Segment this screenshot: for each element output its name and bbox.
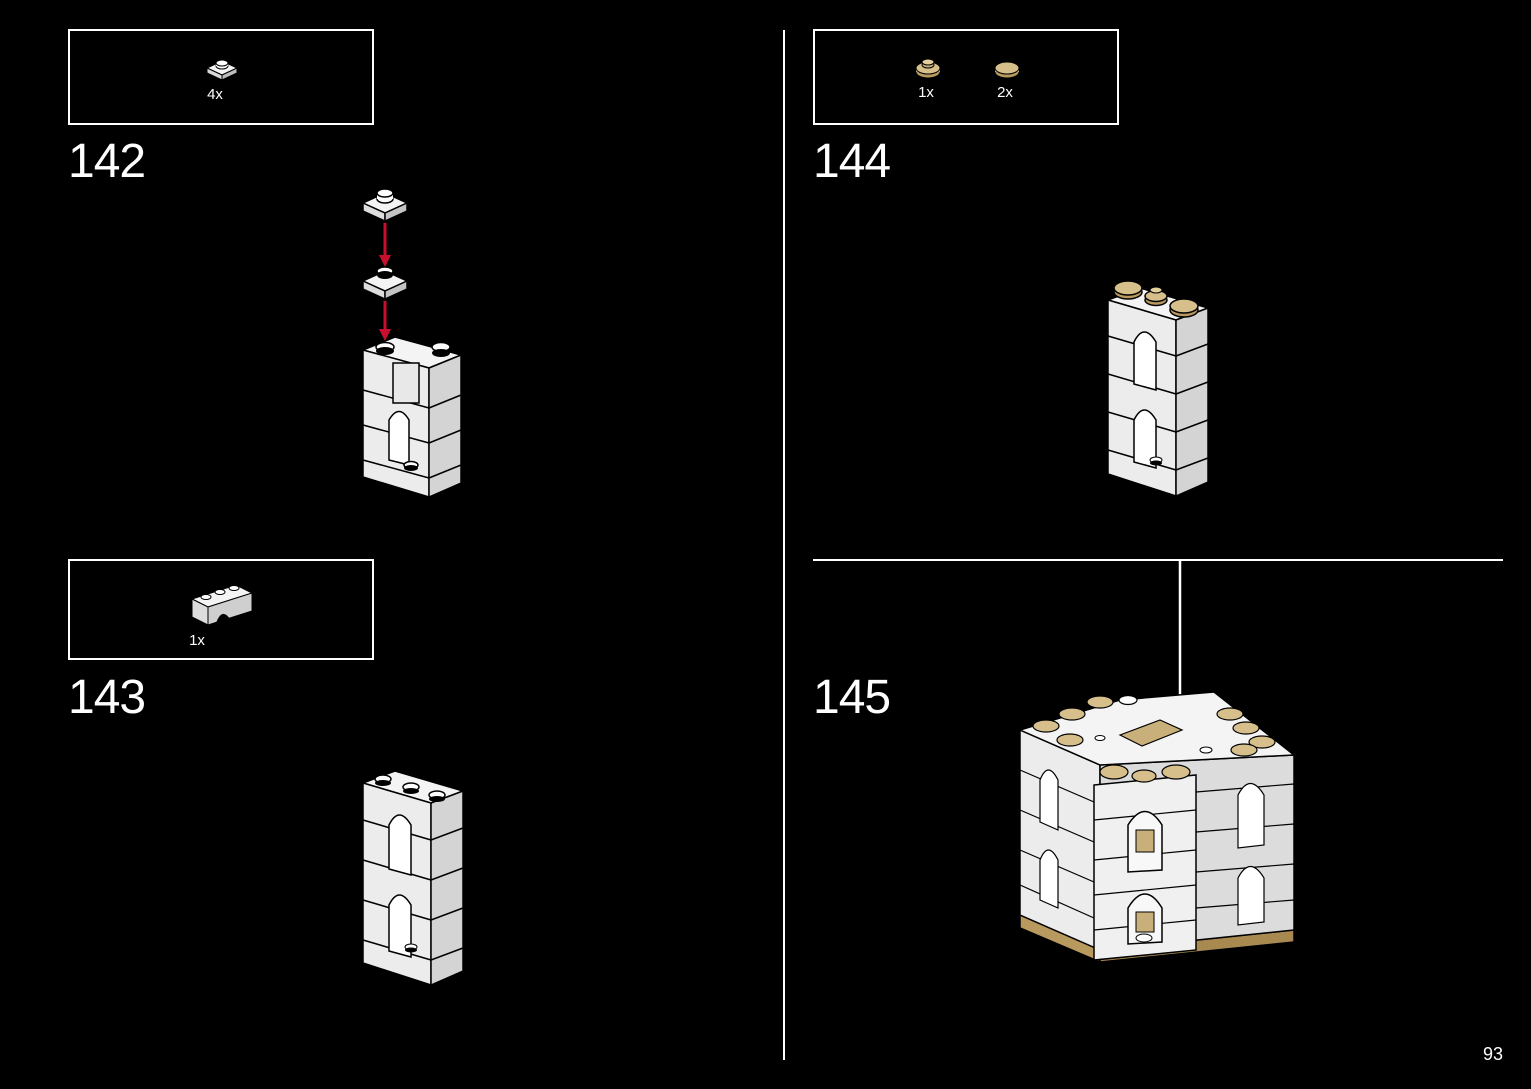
white-arch-brick-1x3-icon [190,584,254,626]
parts-callout-143: 1x [68,559,374,660]
plate-upper [361,188,409,223]
tower-stack [360,336,464,499]
tan-round-tile-1x1-icon [994,61,1020,79]
part-quantity: 4x [207,86,223,103]
page-number: 93 [1482,1044,1503,1064]
step-number-143: 143 [68,671,146,724]
step-145-model-illustration [1017,691,1297,964]
page-divider-vertical [783,30,785,1060]
parts-callout-144: 1x 2x [813,29,1119,125]
tan-round-plate-1x1-icon [915,58,941,79]
part-quantity: 1x [189,632,205,649]
part-quantity: 2x [997,84,1013,101]
step-number-144: 144 [813,135,891,188]
parts-callout-142: 4x [68,29,374,125]
plate-lower [361,266,409,301]
step-number-145: 145 [813,671,891,724]
step-144-model-illustration [1105,280,1211,498]
part-quantity: 1x [918,84,934,101]
step-143-model-illustration [360,770,466,987]
tan-studs-top [1032,694,1276,783]
step-number-142: 142 [68,135,146,188]
step-142-model-illustration [360,188,464,499]
step-divider-horizontal [813,559,1503,561]
white-round-plate-1x1-icon [205,59,239,81]
